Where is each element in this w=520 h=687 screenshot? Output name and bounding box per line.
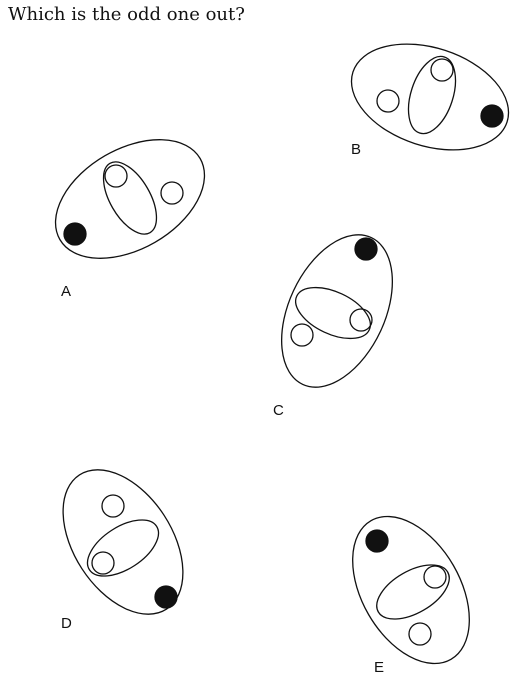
figure-b-inner-circle-left [376,89,400,113]
label-a: A [61,283,72,300]
figure-c-inner-circle-left [290,323,314,347]
figure-b-inner-oval [407,55,457,135]
figure-c-inner-oval [295,286,371,340]
figure-e-outer-oval [352,515,470,665]
figure-a-inner-circle-right [160,181,184,205]
question-text: Which is the odd one out? [8,4,245,25]
figure-e-inner-circle-bottom [408,622,432,646]
figure-b-outer-oval [350,43,510,151]
figure-c-black-dot [354,237,378,261]
label-c: C [273,402,284,419]
figure-c-outer-oval [280,234,394,388]
figure-a-black-dot [63,222,87,246]
figure-c-inner-circle-right [349,308,373,332]
label-e: E [374,659,385,676]
figure-a-inner-oval [102,161,158,235]
figure-d-inner-circle-top [101,494,125,518]
figure-e-inner-circle-right [423,565,447,589]
figure-d[interactable] [38,448,207,636]
figure-e-black-dot [365,529,389,553]
figure-a-inner-circle-top [104,164,128,188]
figure-b-black-dot [480,104,504,128]
figure-d-black-dot [154,585,178,609]
figure-e-inner-oval [376,564,450,620]
figure-a[interactable] [35,115,225,283]
label-d: D [61,615,72,632]
figure-b-inner-circle-top [430,58,454,82]
figure-d-inner-circle-left [91,551,115,575]
figure-b[interactable] [338,25,520,168]
label-b: B [351,141,362,158]
figure-c[interactable] [259,217,414,404]
figure-e[interactable] [329,496,494,684]
figure-d-outer-oval [62,469,184,615]
figure-a-outer-oval [54,139,206,259]
figure-d-inner-oval [86,519,160,577]
